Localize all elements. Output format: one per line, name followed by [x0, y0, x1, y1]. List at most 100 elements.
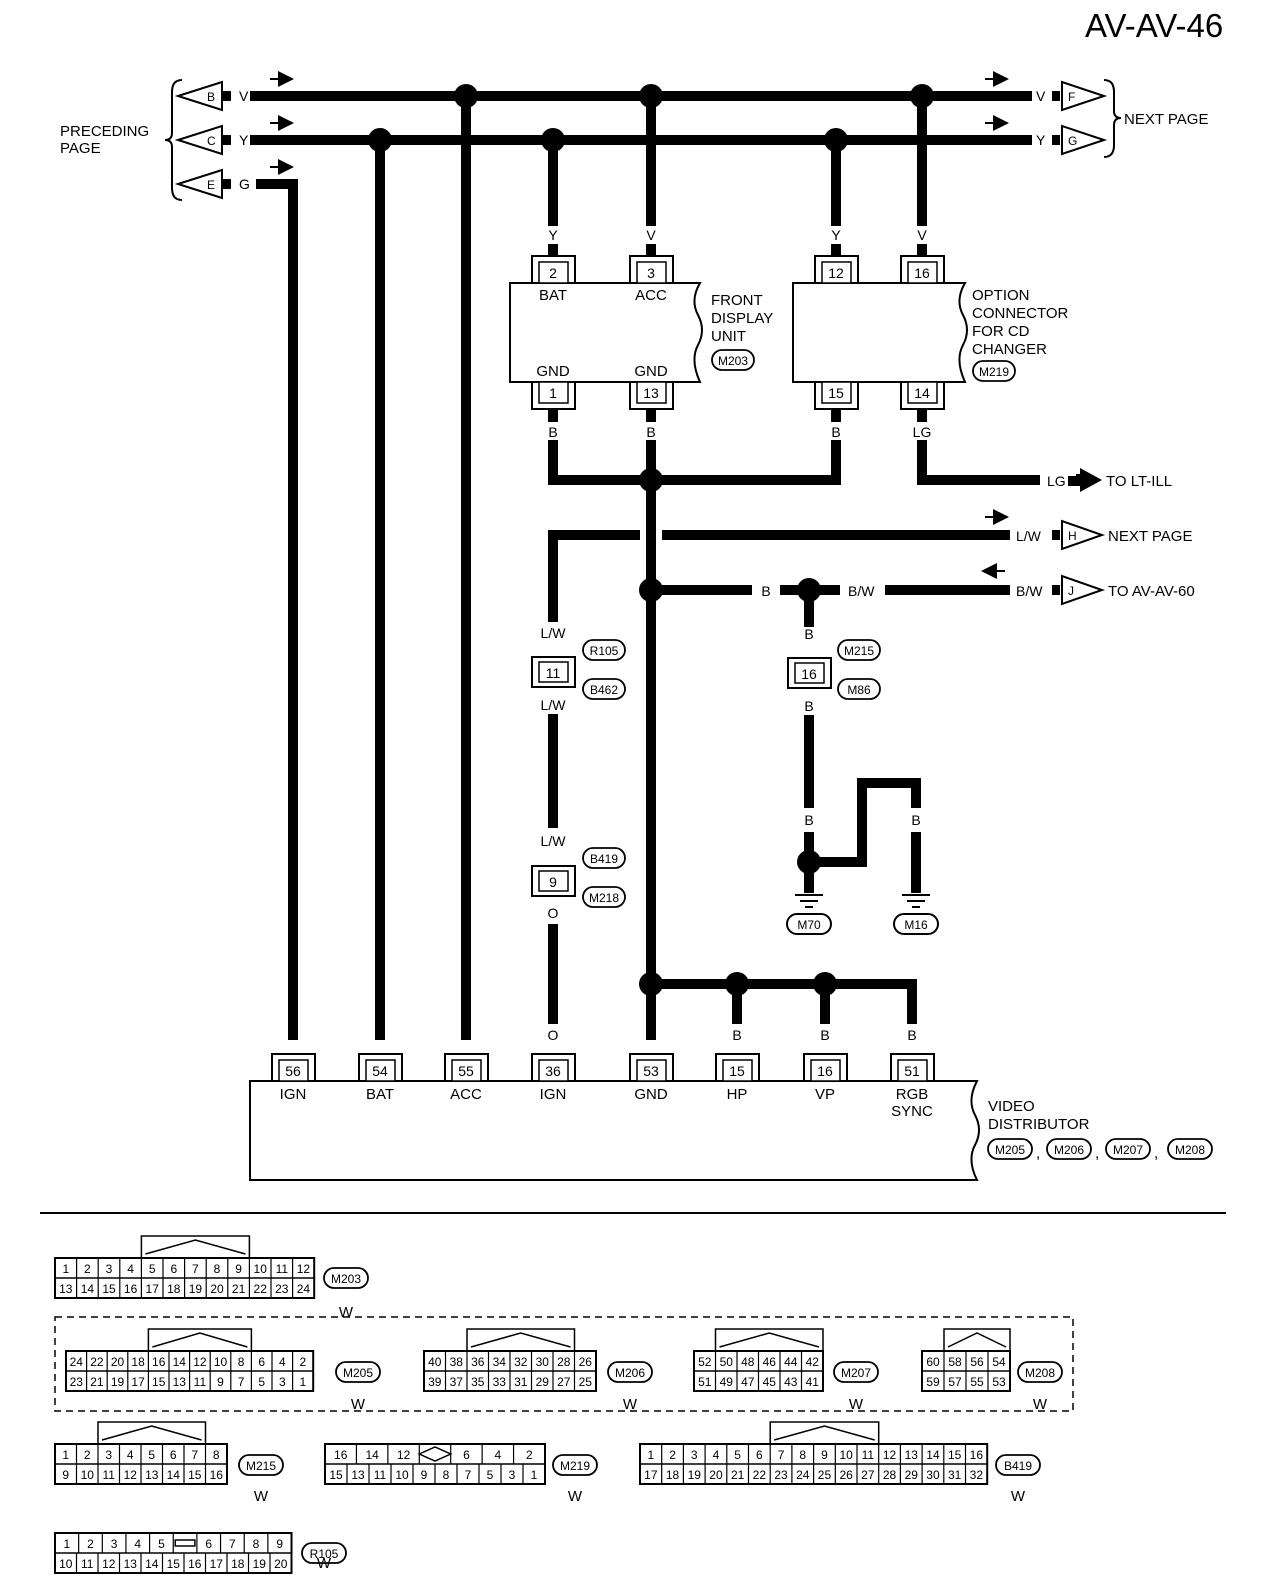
- connector-color: W: [351, 1396, 366, 1413]
- svg-text:12: 12: [124, 1468, 138, 1482]
- svg-text:11: 11: [374, 1468, 387, 1482]
- ground-m16: M16: [893, 894, 939, 935]
- svg-text:M207: M207: [841, 1366, 871, 1380]
- svg-text:3: 3: [647, 265, 655, 281]
- connector-color: W: [317, 1555, 332, 1572]
- svg-text:10: 10: [214, 1355, 228, 1369]
- terminal-b-left: B V: [174, 80, 249, 112]
- svg-text:10: 10: [59, 1557, 73, 1571]
- svg-text:2: 2: [87, 1537, 94, 1551]
- svg-text:59: 59: [926, 1375, 940, 1389]
- svg-text:V: V: [646, 227, 656, 243]
- svg-text:11: 11: [103, 1468, 116, 1482]
- splice-dots: [368, 84, 934, 996]
- svg-text:GND: GND: [634, 363, 668, 380]
- svg-text:46: 46: [763, 1355, 777, 1369]
- vd-code-row: M205,M206,M207,M208: [987, 1138, 1213, 1162]
- svg-text:G: G: [1068, 134, 1077, 148]
- svg-text:NEXT PAGE: NEXT PAGE: [1108, 528, 1192, 545]
- svg-text:43: 43: [784, 1375, 798, 1389]
- svg-text:O: O: [548, 905, 559, 921]
- svg-text:B/W: B/W: [1016, 583, 1043, 599]
- svg-text:1: 1: [549, 385, 557, 401]
- svg-text:7: 7: [238, 1375, 245, 1389]
- vd-connector-group: [54, 1316, 1074, 1412]
- terminal-e-left: E G: [174, 168, 250, 200]
- vd-pin-number: 55: [458, 1063, 474, 1079]
- svg-text:11: 11: [194, 1375, 207, 1389]
- svg-text:7: 7: [465, 1468, 472, 1482]
- svg-text:G: G: [239, 176, 250, 192]
- svg-text:45: 45: [763, 1375, 777, 1389]
- svg-text:15: 15: [167, 1557, 181, 1571]
- svg-text:21: 21: [232, 1282, 246, 1296]
- svg-text:FOR CD: FOR CD: [972, 323, 1030, 340]
- svg-text:V: V: [239, 88, 249, 104]
- vd-pin-number: 51: [904, 1063, 920, 1079]
- svg-text:17: 17: [644, 1468, 658, 1482]
- svg-text:9: 9: [217, 1375, 224, 1389]
- svg-text:B462: B462: [590, 683, 618, 697]
- svg-text:CHANGER: CHANGER: [972, 341, 1047, 358]
- svg-text:15: 15: [948, 1448, 962, 1462]
- svg-text:16: 16: [801, 666, 817, 682]
- svg-text:51: 51: [698, 1375, 712, 1389]
- svg-text:35: 35: [471, 1375, 485, 1389]
- svg-text:6: 6: [205, 1537, 212, 1551]
- svg-text:32: 32: [514, 1355, 528, 1369]
- svg-text:M205: M205: [995, 1143, 1025, 1157]
- terminal-h-next-page: H NEXT PAGE: [1052, 519, 1192, 551]
- vd-pin-name: BAT: [366, 1086, 394, 1103]
- svg-text:38: 38: [450, 1355, 464, 1369]
- svg-text:17: 17: [210, 1557, 224, 1571]
- svg-text:11: 11: [862, 1448, 875, 1462]
- svg-text:1: 1: [63, 1537, 70, 1551]
- svg-text:25: 25: [579, 1375, 593, 1389]
- connector-color: W: [254, 1488, 269, 1505]
- svg-text:16: 16: [152, 1355, 166, 1369]
- svg-text:56: 56: [970, 1355, 984, 1369]
- svg-text:21: 21: [731, 1468, 745, 1482]
- svg-text:14: 14: [926, 1448, 940, 1462]
- preceding-page-label-line2: PAGE: [60, 140, 101, 157]
- svg-text:M208: M208: [1175, 1143, 1205, 1157]
- svg-text:3: 3: [105, 1448, 112, 1462]
- vd-pin-name: VP: [815, 1086, 835, 1103]
- vd-pin-name: IGN: [280, 1086, 307, 1103]
- svg-text:55: 55: [970, 1375, 984, 1389]
- svg-text:47: 47: [741, 1375, 755, 1389]
- connector-color: W: [339, 1304, 354, 1321]
- svg-text:M208: M208: [1025, 1366, 1055, 1380]
- svg-text:2: 2: [84, 1448, 91, 1462]
- terminal-j-av60: J TO AV-AV-60: [1052, 574, 1195, 606]
- svg-text:16: 16: [334, 1448, 348, 1462]
- preceding-brace: [164, 79, 183, 201]
- svg-text:27: 27: [557, 1375, 571, 1389]
- svg-text:16: 16: [970, 1448, 984, 1462]
- svg-text:H: H: [1068, 529, 1077, 543]
- terminal-f-right: V F: [1036, 80, 1108, 112]
- svg-text:M219: M219: [979, 365, 1009, 379]
- svg-text:1: 1: [648, 1448, 655, 1462]
- svg-text:R105: R105: [310, 1547, 339, 1561]
- svg-text:12: 12: [828, 265, 844, 281]
- svg-text:31: 31: [948, 1468, 962, 1482]
- svg-text:12: 12: [397, 1448, 411, 1462]
- svg-text:L/W: L/W: [1016, 528, 1042, 544]
- svg-text:52: 52: [698, 1355, 712, 1369]
- svg-text:57: 57: [948, 1375, 962, 1389]
- svg-text:B419: B419: [1004, 1459, 1032, 1473]
- svg-text:B: B: [548, 424, 557, 440]
- svg-text:M206: M206: [1054, 1143, 1084, 1157]
- svg-text:13: 13: [351, 1468, 365, 1482]
- svg-text:5: 5: [734, 1448, 741, 1462]
- svg-text:49: 49: [720, 1375, 734, 1389]
- joint-r105: 11 R105 B462: [531, 639, 626, 700]
- svg-text:13: 13: [905, 1448, 919, 1462]
